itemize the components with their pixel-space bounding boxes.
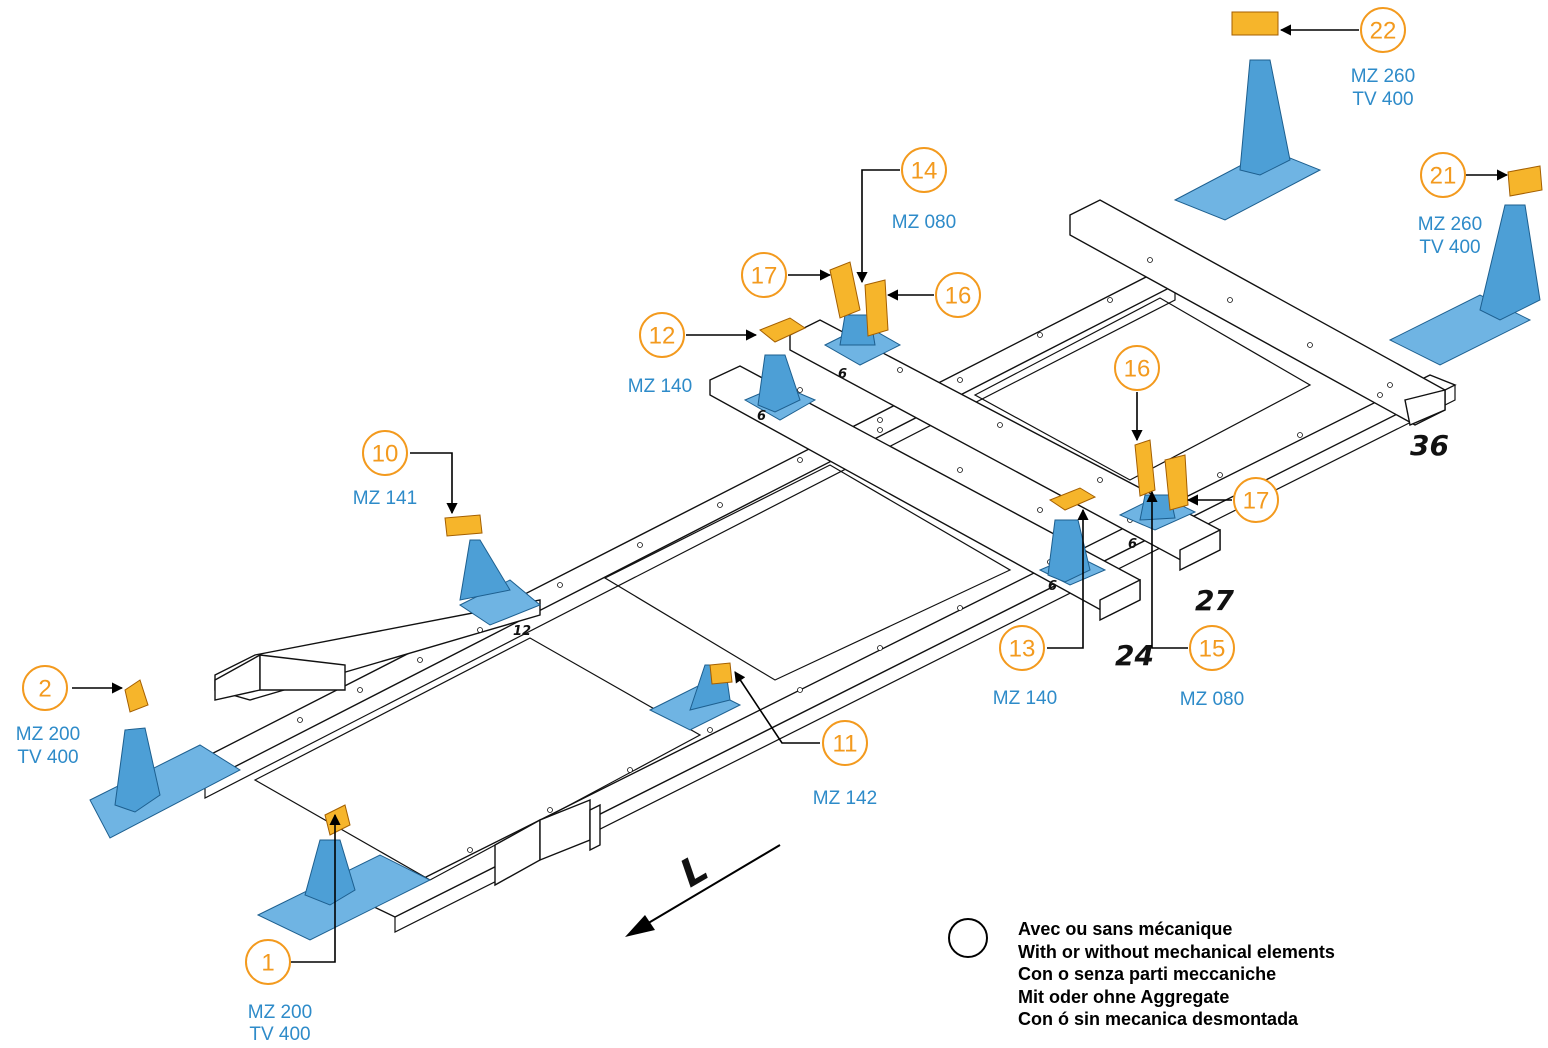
callout-ref: TV 400 [1352, 89, 1413, 110]
legend-line-en: With or without mechanical elements [1018, 941, 1335, 962]
legend-circle-icon [948, 918, 988, 958]
direction-arrow: L [625, 844, 781, 937]
callout-10: 10 MZ 141 [353, 430, 417, 509]
callout-number: 1 [261, 950, 274, 977]
callout-14: 14 MZ 080 [892, 147, 956, 233]
beam-number-24: 24 [1115, 639, 1154, 672]
callout-ref: MZ 260 [1418, 214, 1482, 235]
callout-number: 10 [372, 441, 399, 468]
callout-ref: MZ 140 [993, 688, 1057, 709]
beam-number-27: 27 [1195, 584, 1234, 617]
callout-ref: MZ 142 [813, 788, 877, 809]
legend-text: Avec ou sans mécanique With or without m… [1018, 918, 1335, 1031]
callout-ref: MZ 080 [892, 212, 956, 233]
callout-ref: MZ 260 [1351, 66, 1415, 87]
callout-12: 12 MZ 140 [628, 312, 692, 397]
callout-number: 17 [1243, 488, 1270, 515]
callout-11: 11 MZ 142 [813, 720, 877, 809]
callout-ref: MZ 200 [16, 724, 80, 745]
callout-ref: MZ 080 [1180, 689, 1244, 710]
callout-22: 22 MZ 260 TV 400 [1351, 7, 1415, 110]
callout-number: 2 [38, 676, 51, 703]
callout-ref: MZ 140 [628, 376, 692, 397]
callout-15: 15 MZ 080 [1180, 625, 1244, 710]
callout-ref: TV 400 [1419, 237, 1480, 258]
callout-number: 21 [1430, 163, 1457, 190]
callout-number: 16 [945, 283, 972, 310]
callout-number: 17 [751, 263, 778, 290]
beam-number-36: 36 [1410, 429, 1449, 462]
callout-16b: 16 [1114, 345, 1160, 391]
callout-21: 21 MZ 260 TV 400 [1418, 152, 1482, 258]
legend-line-es: Con ó sin mecanica desmontada [1018, 1009, 1299, 1029]
callout-ref: MZ 141 [353, 488, 417, 509]
callout-number: 22 [1370, 18, 1397, 45]
beam-number-12: 12 [513, 624, 531, 639]
support-stands [89, 59, 1541, 941]
callout-number: 15 [1199, 636, 1226, 663]
beam-number-6b: 6 [838, 367, 847, 382]
callout-1: 1 MZ 200 TV 400 [245, 939, 312, 1045]
legend-line-de: Mit oder ohne Aggregate [1018, 986, 1230, 1007]
callout-number: 16 [1124, 356, 1151, 383]
legend-line-it: Con o senza parti meccaniche [1018, 964, 1277, 984]
callout-17b: 17 [1233, 477, 1279, 523]
callout-ref: TV 400 [249, 1024, 310, 1045]
legend-line-fr: Avec ou sans mécanique [1018, 919, 1233, 939]
beam-number-6d: 6 [1128, 537, 1137, 552]
callout-ref: MZ 200 [248, 1002, 312, 1023]
callout-number: 11 [833, 731, 858, 758]
beam-number-6c: 6 [1048, 579, 1057, 594]
direction-label: L [673, 846, 716, 896]
callout-13: 13 MZ 140 [993, 625, 1057, 709]
callout-number: 12 [649, 323, 676, 350]
callout-16a: 16 [935, 272, 981, 318]
leader-lines [72, 24, 1509, 963]
callout-2: 2 MZ 200 TV 400 [16, 665, 80, 768]
beam-number-6a: 6 [757, 409, 766, 424]
callout-17a: 17 [741, 252, 787, 298]
callout-ref: TV 400 [17, 747, 78, 768]
frame [178, 199, 1457, 933]
callout-number: 14 [911, 158, 938, 185]
callout-number: 13 [1009, 636, 1036, 663]
rail-holes [297, 257, 1393, 853]
